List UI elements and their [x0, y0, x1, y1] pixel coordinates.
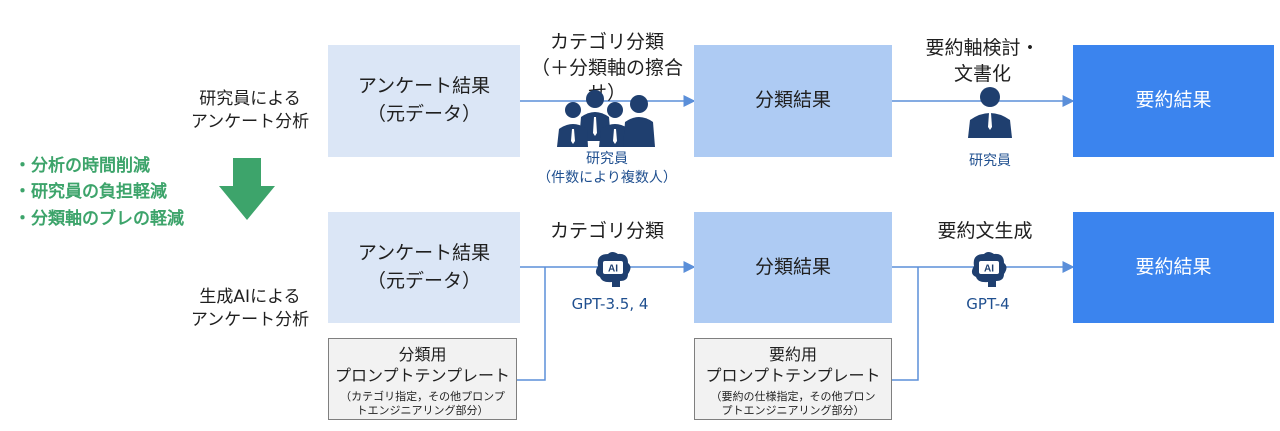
svg-text:AI: AI	[608, 264, 618, 275]
template1-title: 分類用 プロンプトテンプレート	[334, 345, 511, 385]
top-step2-title: 要約軸検討・ 文書化	[925, 37, 1040, 85]
summary-template-box: 要約用 プロンプトテンプレート （要約の仕様指定，その他プロン プトエンジニアリ…	[694, 338, 892, 420]
template1-connector	[517, 267, 546, 381]
benefit-item: 分類軸のブレの軽減	[14, 206, 184, 232]
bottom-mid-box: 分類結果	[694, 212, 892, 323]
benefits-list: 分析の時間削減 研究員の負担軽減 分類軸のブレの軽減	[14, 153, 184, 232]
person-icon	[968, 87, 1012, 138]
bottom-step2-title: 要約文生成	[937, 220, 1033, 242]
bottom-step1-title: カテゴリ分類	[549, 220, 664, 242]
template2-connector	[892, 267, 919, 381]
top-mid-box: 分類結果	[694, 45, 892, 157]
down-arrow-icon	[219, 158, 275, 220]
top-row-label: 研究員による アンケート分析	[190, 89, 310, 132]
classification-template-box: 分類用 プロンプトテンプレート （カテゴリ指定，その他プロンプ トエンジニアリン…	[328, 338, 517, 420]
bottom-step2-model: GPT-4	[966, 295, 1010, 313]
bottom-step1-model: GPT-3.5, 4	[571, 295, 649, 313]
people-group-icon	[557, 90, 655, 147]
template2-title: 要約用 プロンプトテンプレート	[705, 345, 881, 385]
bottom-source-box: アンケート結果 （元データ）	[328, 212, 520, 323]
ai-brain-icon: AI	[971, 252, 1007, 287]
top-source-box: アンケート結果 （元データ）	[328, 45, 520, 157]
bottom-row-label: 生成AIによる アンケート分析	[190, 287, 310, 330]
bottom-result-box: 要約結果	[1073, 212, 1274, 323]
top-step1-actor: 研究員 （件数により複数人）	[537, 151, 677, 186]
template2-note: （要約の仕様指定，その他プロン プトエンジニアリング部分）	[710, 389, 876, 418]
svg-text:AI: AI	[984, 264, 994, 275]
benefit-item: 研究員の負担軽減	[14, 179, 184, 205]
top-step1-title: カテゴリ分類 （＋分類軸の擦合せ）	[530, 31, 683, 105]
benefit-item: 分析の時間削減	[14, 153, 184, 179]
top-result-box: 要約結果	[1073, 45, 1274, 157]
template1-note: （カテゴリ指定，その他プロンプ トエンジニアリング部分）	[340, 389, 505, 418]
top-step2-actor: 研究員	[969, 153, 1011, 169]
ai-brain-icon: AI	[595, 252, 631, 287]
